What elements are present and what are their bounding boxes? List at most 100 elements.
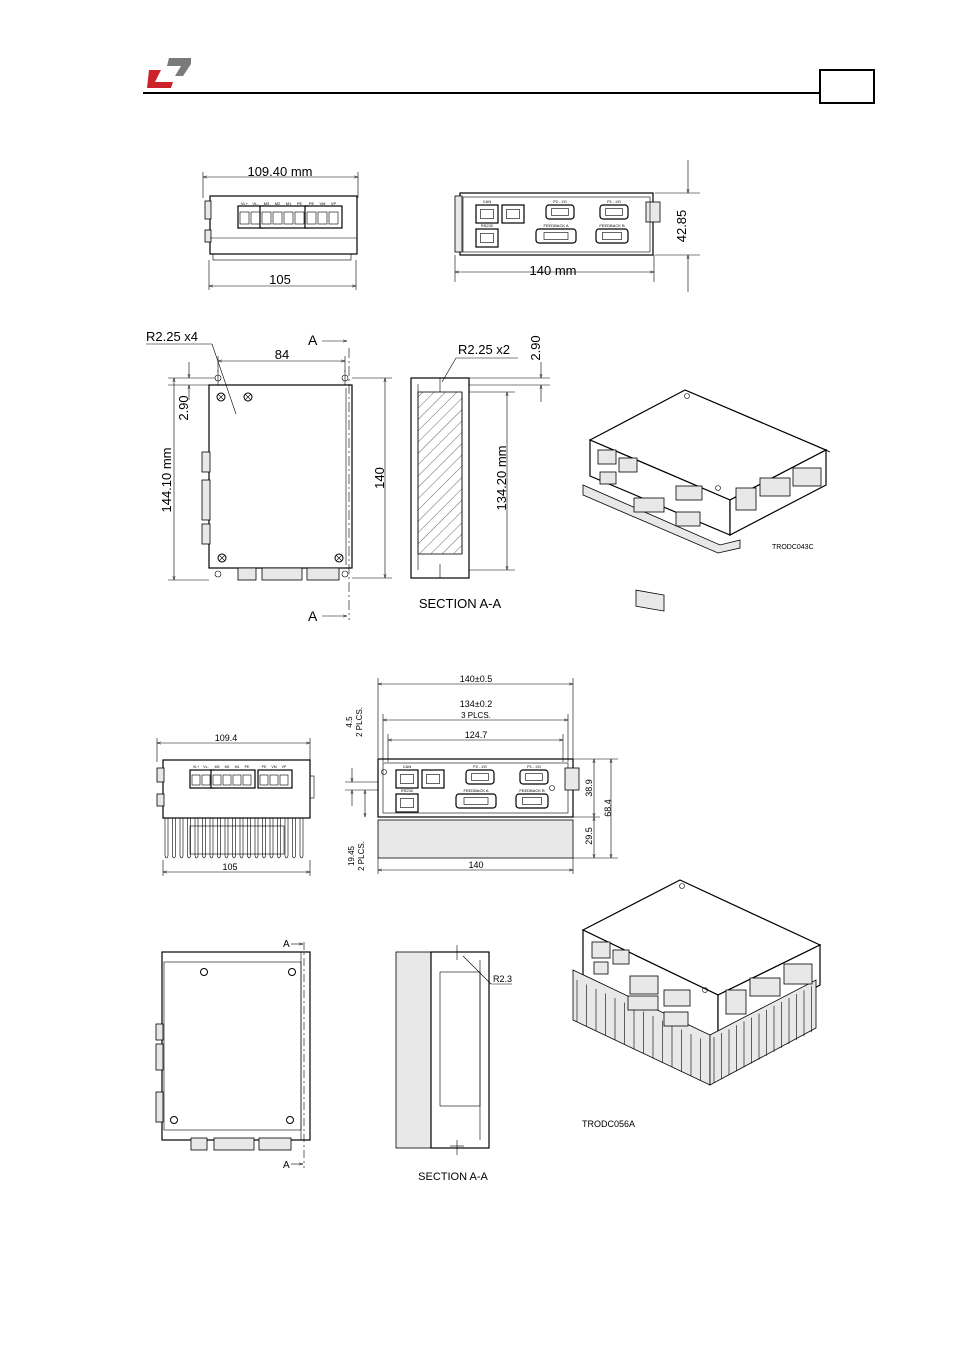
terminal-pin [191,774,201,786]
terminal-pin [242,774,252,786]
terminal-label: PE [309,201,315,206]
connector-label: P1 - I/O [607,199,621,204]
dim-front-width-bottom: 105 [269,272,291,287]
isometric-view-2: TRODC056A [572,879,822,1129]
dim-section-radius: R2.25 x2 [458,342,510,357]
dim-4-5-note: 2 PLCS. [355,707,364,737]
terminal-label: VP [331,201,337,206]
connector-label: CAN [403,764,412,769]
top-view-body [208,384,353,569]
terminal-label: M1 [286,201,292,206]
terminal-pin [272,211,283,225]
terminal-pin [259,774,269,786]
section-view-2: R2.3 SECTION A-A [395,945,512,1183]
dsub-connector [519,769,549,785]
dsub-connector [545,204,575,220]
heatsink-fin [179,818,184,859]
terminal-pin [317,211,328,225]
dim-19-45: 19.45 [347,845,356,866]
heatsink-fin [269,818,274,859]
connector-label: FEEDBACK B [519,788,545,793]
terminal-pin [306,211,317,225]
terminal-label: VL- [203,765,209,769]
top-view-1: 84 R2.25 x4 2.90 144.10 mm 140 A A [146,329,392,624]
header-rule [143,92,820,94]
terminal-label: VM [271,765,276,769]
heatsink-fin [232,818,236,859]
dim-top-offset: 2.90 [176,395,191,420]
terminal-pin [261,211,272,225]
heatsink-fin [164,818,169,859]
connector-label: P1 - I/O [527,764,541,769]
terminal-block [304,205,343,229]
company-logo [147,58,191,88]
dim-38-9: 38.9 [584,779,594,797]
iso-label-2: TRODC056A [582,1119,635,1129]
top-view-2: A A [155,939,311,1171]
rj45-port [395,769,419,789]
terminal-pin [222,774,232,786]
dsub-connector [515,793,549,809]
rj45-port [421,769,445,789]
section-view-1: R2.25 x2 2.90 134.20 mm SECTION A-A [410,335,550,611]
front-view-tab [204,200,212,220]
heatsink-fin [202,818,206,859]
section-marker-top: A [308,332,318,348]
terminal-pin [283,211,294,225]
heatsink-fins-iso [576,980,812,1083]
terminal-pin [201,774,211,786]
heatsink-fin [239,818,244,859]
heatsink-fin [209,818,214,859]
heatsink-fin [277,818,281,859]
heatsink-fin [284,818,289,859]
terminal-pin [232,774,242,786]
front-view-tab [204,229,212,243]
terminal-label: M3 [264,201,270,206]
terminal-pin [294,211,305,225]
terminal-pin [279,774,289,786]
dim-29-5: 29.5 [584,827,594,845]
section-marker2-bottom: A [283,1160,290,1171]
dim-hole-spacing: 84 [275,347,289,362]
dsub-connector [595,228,629,244]
dim-140: 140 [468,860,483,870]
terminal-block [257,769,293,789]
dim-front2-width-bottom: 105 [222,862,237,872]
terminal-pin [239,211,250,225]
dim-section2-radius: R2.3 [493,974,512,984]
section-label-2: SECTION A-A [418,1171,488,1183]
section-label-1: SECTION A-A [419,596,502,611]
connector-label: RS232 [401,788,414,793]
heatsink-fin [224,818,229,859]
terminal-label: M2 [225,765,230,769]
heatsink-fin [299,818,304,859]
terminal-label: VM [320,201,326,206]
dim-top-length: 140 [372,467,387,489]
terminal-label: VL+ [241,201,249,206]
dim-140-tol: 140±0.5 [460,674,492,684]
terminal-label: M2 [275,201,281,206]
isometric-view-1: TRODC043C [582,389,831,612]
heatsink-fin [187,818,191,859]
dim-19-45-note: 2 PLCS. [357,841,366,871]
dim-124: 124.7 [465,730,488,740]
terminal-label: PE [245,765,250,769]
dim-4-5: 4.5 [345,716,354,728]
dim-top-radius: R2.25 x4 [146,329,198,344]
heatsink-fin [262,818,266,859]
terminal-label: PE [297,201,303,206]
terminal-label: PE [262,765,267,769]
dim-front2-width-top: 109.4 [215,733,238,743]
dim-side-height: 42.85 [674,210,689,243]
heatsink-fin [254,818,259,859]
connector-label: CAN [483,199,492,204]
dim-front-width-top: 109.40 mm [247,164,312,179]
